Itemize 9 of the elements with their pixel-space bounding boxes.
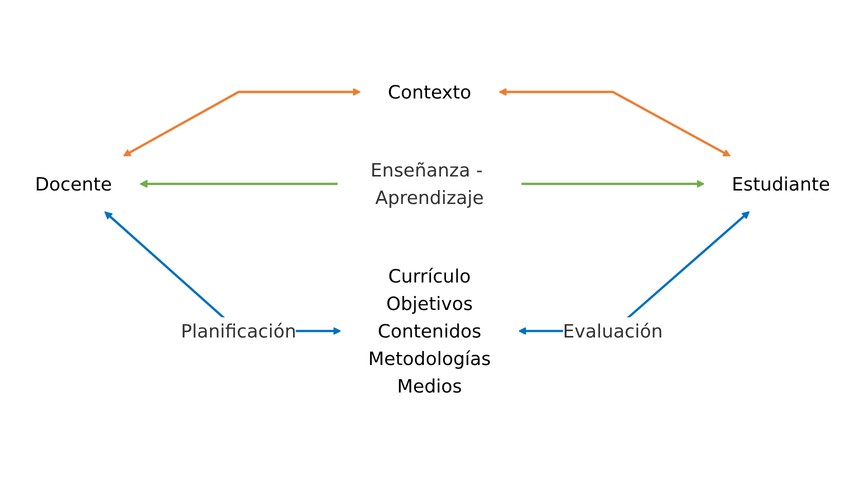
node-text: Currículo Objetivos Contenidos Metodologías Medios: [368, 265, 491, 398]
node-text: Docente: [34, 173, 112, 196]
node-text: Contexto: [388, 81, 472, 104]
node-text: Estudiante: [732, 173, 830, 196]
arrow: [122, 88, 361, 157]
edge-label: Evaluación: [562, 320, 663, 342]
arrow: [498, 88, 731, 158]
edge-label: Planificación: [180, 320, 296, 342]
edge-label: Enseñanza - Aprendizaje: [370, 160, 484, 210]
